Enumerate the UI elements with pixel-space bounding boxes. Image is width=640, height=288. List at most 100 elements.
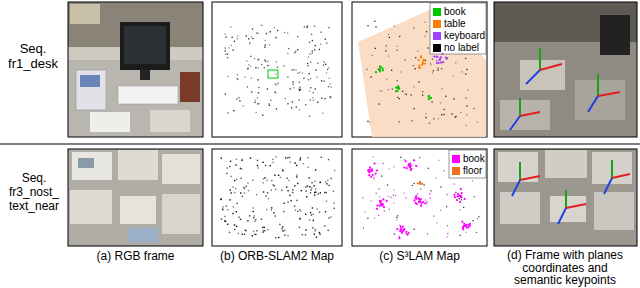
map-point [224, 220, 225, 221]
map-point [436, 56, 438, 58]
map-point [465, 74, 466, 75]
map-point [294, 205, 295, 206]
map-point [226, 173, 227, 174]
map-point [269, 105, 270, 106]
map-point [462, 228, 464, 230]
map-point [265, 196, 266, 197]
map-point [411, 94, 412, 95]
legend-entry: keyboard [433, 30, 485, 41]
map-point [370, 76, 371, 77]
map-point [373, 177, 374, 178]
map-point [328, 217, 329, 218]
map-point [333, 191, 334, 192]
map-point [312, 40, 313, 41]
map-point [334, 170, 335, 171]
map-point [414, 183, 415, 184]
map-point [264, 47, 265, 48]
map-point [325, 64, 326, 65]
map-point [379, 69, 381, 71]
map-point [236, 99, 237, 100]
map-point [472, 220, 473, 221]
map-point [316, 77, 317, 78]
map-point [263, 178, 264, 179]
map-point [331, 178, 332, 179]
map-point [287, 33, 288, 34]
column-caption: (a) RGB frame [68, 250, 203, 264]
map-point [268, 103, 269, 104]
map-point [427, 47, 428, 48]
map-point [415, 165, 417, 167]
map-point [258, 167, 259, 168]
map-point [441, 114, 442, 115]
map-point [310, 62, 311, 63]
map-point [226, 205, 227, 206]
map-point [397, 50, 398, 51]
map-point [302, 234, 303, 235]
map-point [414, 108, 415, 109]
map-point [436, 62, 438, 64]
map-point [302, 72, 303, 73]
map-point [400, 229, 402, 231]
map-point [396, 46, 397, 47]
map-point [315, 188, 316, 189]
map-point [265, 165, 266, 166]
map-point [425, 117, 426, 118]
map-point [314, 194, 315, 195]
map-point [396, 219, 397, 220]
map-point [283, 211, 284, 212]
map-point [289, 157, 290, 158]
map-point [235, 188, 236, 189]
map-point [234, 224, 235, 225]
map-point [430, 97, 432, 99]
map-point [465, 225, 467, 227]
map-point [374, 218, 375, 219]
map-point [305, 234, 306, 235]
map-point [388, 196, 389, 197]
map-point [258, 87, 259, 88]
map-point [382, 163, 383, 164]
map-point [300, 218, 301, 219]
map-point [241, 168, 242, 169]
map-point [312, 207, 313, 208]
map-point [231, 176, 232, 177]
map-point [274, 91, 275, 92]
legend-swatch [433, 8, 441, 16]
map-point [397, 80, 398, 81]
map-point [460, 235, 461, 236]
map-point [329, 185, 330, 186]
map-point [275, 74, 276, 75]
map-point [442, 61, 444, 63]
map-point [369, 171, 371, 173]
map-point [322, 113, 323, 114]
map-point [453, 76, 454, 77]
map-point [461, 199, 462, 200]
map-point [282, 226, 283, 227]
map-point [294, 185, 295, 186]
map-point [372, 55, 373, 56]
map-point [291, 107, 292, 108]
map-point [404, 159, 405, 160]
map-point [299, 90, 300, 91]
map-point [406, 197, 407, 198]
map-point [374, 21, 375, 22]
map-point [311, 214, 312, 215]
legend-swatch [433, 32, 441, 40]
map-point [324, 98, 325, 99]
map-point [419, 201, 421, 203]
map-point [328, 67, 329, 68]
map-point [273, 162, 274, 163]
map-point [387, 185, 388, 186]
map-point [220, 198, 221, 199]
map-point [329, 84, 330, 85]
map-point [383, 206, 385, 208]
map-point [314, 180, 315, 181]
map-point [477, 121, 478, 122]
map-point [433, 70, 434, 71]
map-point [229, 232, 230, 233]
map-point [236, 179, 237, 180]
map-point [310, 87, 311, 88]
map-point [272, 159, 273, 160]
map-point [227, 57, 228, 58]
map-point [320, 182, 321, 183]
map-point [246, 60, 247, 61]
